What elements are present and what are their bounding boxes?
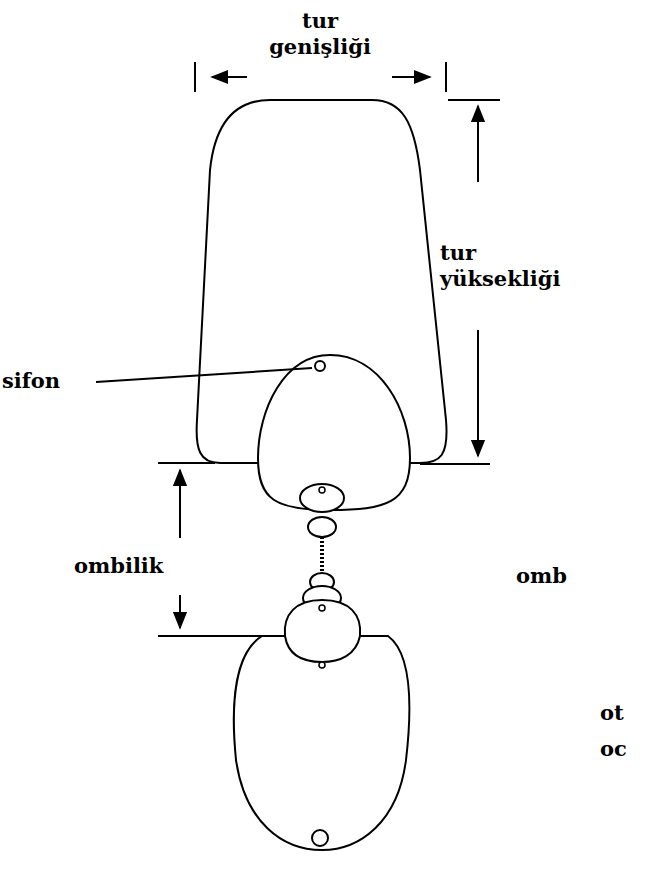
part-label: sifon [2,368,60,394]
dimension-label: ombilik [74,553,163,579]
cut-off-label: ot [600,700,624,726]
cut-off-label: omb [516,563,567,589]
cut-off-label: oc [600,736,627,762]
dimension-label: tur yüksekliği [440,240,570,292]
dimension-label: tur genişliği [250,8,390,60]
